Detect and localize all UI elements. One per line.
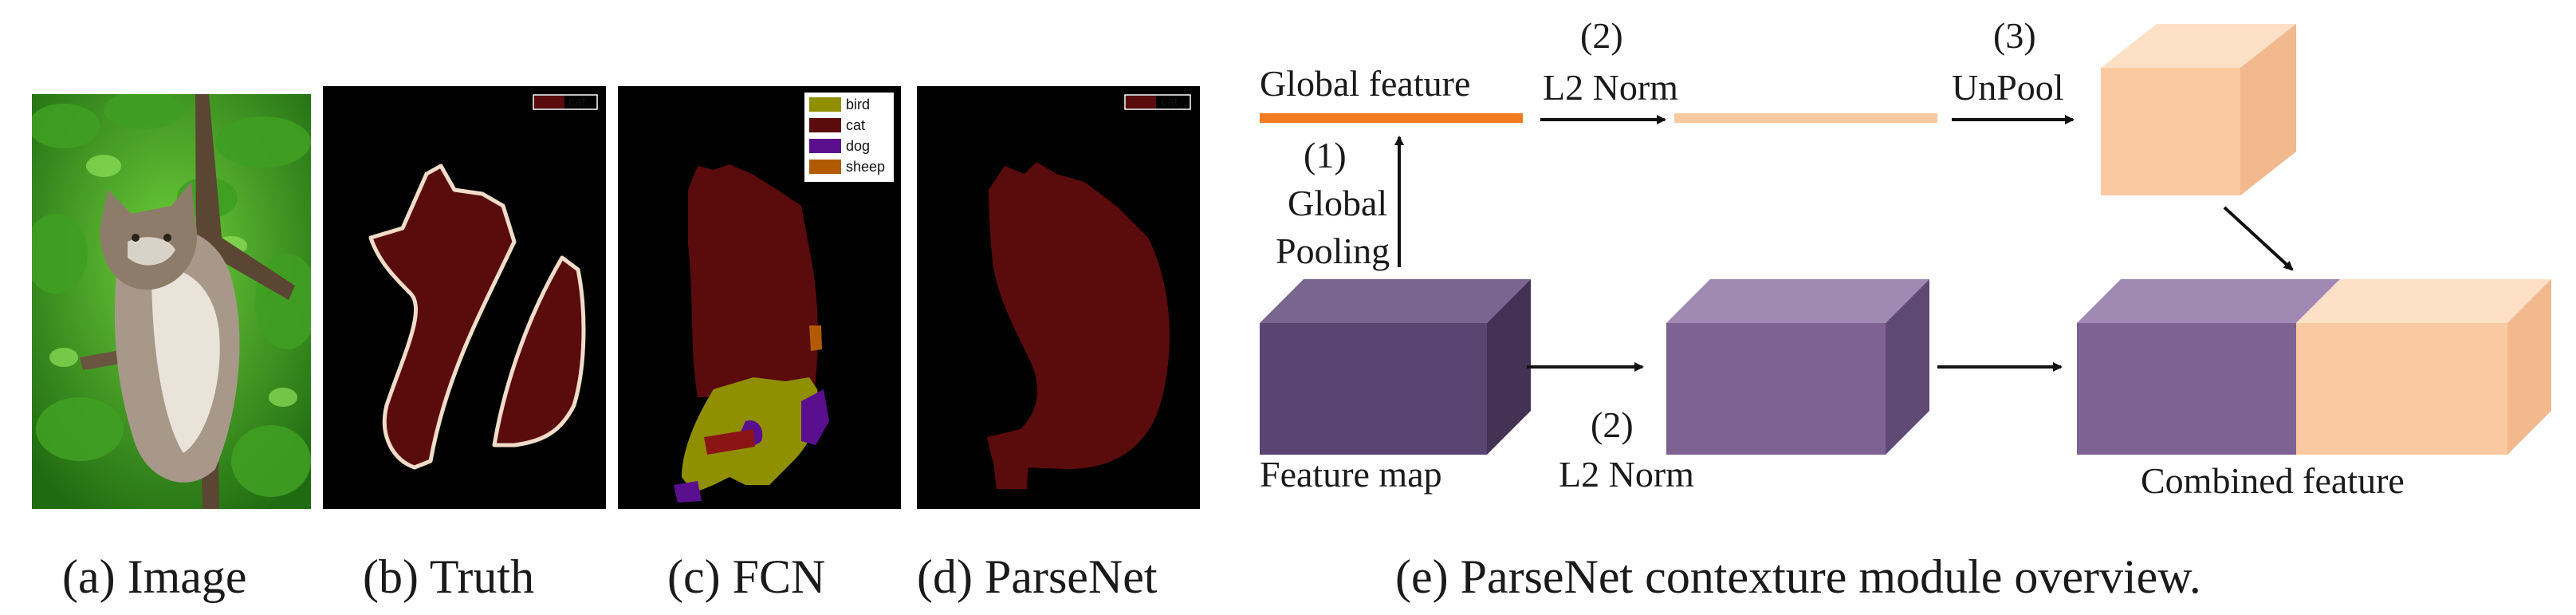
legend-label-sheep: sheep (846, 159, 885, 175)
step2-top-label: L2 Norm (1543, 67, 1678, 108)
global-feature-bar (1260, 113, 1523, 123)
legend-label-cat: cat (568, 96, 586, 109)
step2-bottom-label: L2 Norm (1559, 454, 1694, 495)
cat-photo (32, 94, 311, 509)
step1-line1: Global (1288, 183, 1387, 223)
legend-label-dog: dog (846, 138, 870, 154)
legend-label-cat: cat (1161, 96, 1178, 109)
fcn-segmentation: bird cat dog sheep (618, 86, 901, 509)
normalized-feature-map-cube (1666, 279, 1929, 455)
panel-truth: cat (b) Truth (323, 86, 606, 601)
legend-swatch-sheep (809, 160, 841, 174)
panel-fcn: bird cat dog sheep (c) FCN (618, 86, 901, 601)
caption-truth: (b) Truth (363, 550, 535, 603)
feature-map-cube (1260, 279, 1531, 455)
caption-contexture-module: (e) ParseNet contexture module overview. (1395, 550, 2201, 603)
legend-swatch-dog (809, 139, 841, 153)
feature-map-label: Feature map (1260, 454, 1442, 495)
caption-fcn: (c) FCN (667, 550, 826, 603)
legend-swatch-cat (809, 118, 841, 132)
global-feature-label: Global feature (1260, 63, 1470, 104)
contexture-module-diagram: Global feature (2) L2 Norm (3) UnPool (1… (1260, 15, 2551, 501)
panel-image: (a) Image (32, 94, 311, 601)
step3-num: (3) (1993, 15, 2036, 56)
normalized-global-bar (1674, 113, 1937, 123)
legend-label-bird: bird (846, 97, 870, 112)
caption-image: (a) Image (62, 550, 247, 603)
step3-label: UnPool (1952, 67, 2064, 108)
legend-swatch-cat (534, 96, 564, 108)
unpooled-feature-cube (2101, 24, 2296, 195)
combined-feature-label: Combined feature (2141, 460, 2405, 501)
legend-swatch-cat (1126, 96, 1156, 108)
panel-parsenet: cat (d) ParseNet (917, 86, 1200, 601)
truth-segmentation: cat (323, 86, 606, 509)
panel-contexture-diagram: Global feature (2) L2 Norm (3) UnPool (1… (1244, 0, 2567, 615)
step1-num: (1) (1304, 135, 1347, 175)
step2-bottom-num: (2) (1591, 404, 1634, 445)
step1-line2: Pooling (1276, 231, 1390, 271)
legend-swatch-bird (809, 97, 841, 112)
arrow-unpool-to-combined (2223, 206, 2294, 271)
step2-top-num: (2) (1580, 15, 1623, 56)
combined-feature-cube (2077, 279, 2551, 455)
parsenet-segmentation: cat (917, 86, 1200, 509)
caption-parsenet: (d) ParseNet (917, 550, 1158, 603)
legend-label-cat: cat (846, 117, 865, 133)
